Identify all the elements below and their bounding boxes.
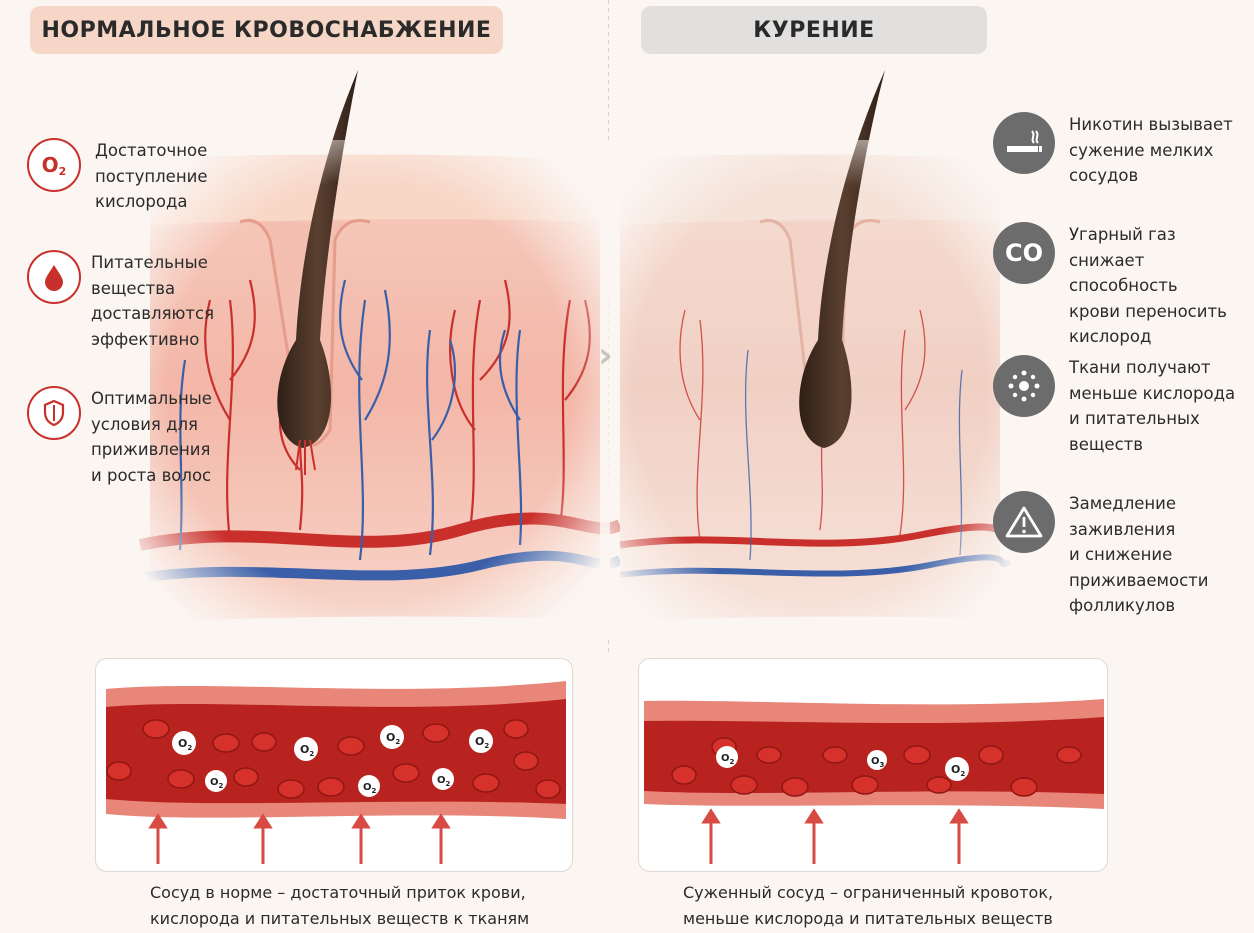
feature-carbon-monoxide-text: Угарный газ снижает способность крови пе…	[1069, 225, 1227, 346]
constricted-flow-arrows	[701, 808, 969, 864]
skin-illustration	[130, 70, 1020, 640]
feature-nutrients-text: Питательные вещества доставляются эффект…	[91, 253, 214, 349]
constricted-vessel-panel: O2 O3 O2	[638, 658, 1108, 872]
normal-o2-molecules: O2 O2 O2 O2 O2 O2 O2	[172, 725, 493, 797]
shield-icon	[27, 386, 81, 440]
constricted-o2-molecules: O2 O3 O2	[716, 746, 969, 781]
feature-tissue-oxygen-text: Ткани получают меньше кислорода и питате…	[1069, 358, 1236, 454]
feature-healing: Замедление заживления и снижение прижива…	[993, 491, 1209, 619]
normal-flow-arrows	[148, 813, 451, 864]
feature-tissue-oxygen: Ткани получают меньше кислорода и питате…	[993, 355, 1235, 457]
chevron-right-icon: ›	[598, 335, 613, 376]
dots-icon	[993, 355, 1055, 417]
feature-nutrients: Питательные вещества доставляются эффект…	[27, 250, 214, 352]
constricted-vessel-caption: Суженный сосуд – ограниченный кровоток, …	[683, 883, 1054, 928]
smoking-title: КУРЕНИЕ	[641, 6, 987, 54]
o2-icon-letter: O	[41, 153, 59, 177]
normal-vessel-diagram: O2 O2 O2 O2 O2 O2 O2	[106, 681, 566, 864]
co-icon-text: CO	[1004, 239, 1043, 267]
normal-supply-title: НОРМАЛЬНОЕ КРОВОСНАБЖЕНИЕ	[30, 6, 503, 54]
smoking-skin-section	[600, 70, 1020, 640]
normal-vessel-panel: O2 O2 O2 O2 O2 O2 O2	[95, 658, 573, 872]
constricted-vessel-diagram: O2 O3 O2	[644, 699, 1104, 864]
feature-healing-text: Замедление заживления и снижение прижива…	[1069, 494, 1209, 615]
cigarette-icon	[993, 112, 1055, 174]
warning-icon	[993, 491, 1055, 553]
feature-nicotine-text: Никотин вызывает сужение мелких сосудов	[1069, 115, 1233, 185]
feature-growth-text: Оптимальные условия для приживления и ро…	[91, 389, 212, 485]
co-icon: CO	[993, 222, 1055, 284]
normal-skin-section	[130, 70, 623, 640]
normal-red-blood-cells	[106, 719, 561, 799]
o2-icon-subscript: 2	[58, 164, 67, 178]
blood-drop-icon	[27, 250, 81, 304]
feature-oxygen-text: Достаточное поступление кислорода	[95, 141, 208, 211]
feature-growth: Оптимальные условия для приживления и ро…	[27, 386, 212, 488]
feature-carbon-monoxide: CO Угарный газ снижает способность крови…	[993, 222, 1254, 350]
smoking-title-text: КУРЕНИЕ	[753, 17, 875, 43]
normal-vessel-caption: Сосуд в норме – достаточный приток крови…	[150, 883, 530, 928]
feature-nicotine: Никотин вызывает сужение мелких сосудов	[993, 112, 1233, 189]
normal-supply-title-text: НОРМАЛЬНОЕ КРОВОСНАБЖЕНИЕ	[41, 17, 492, 43]
